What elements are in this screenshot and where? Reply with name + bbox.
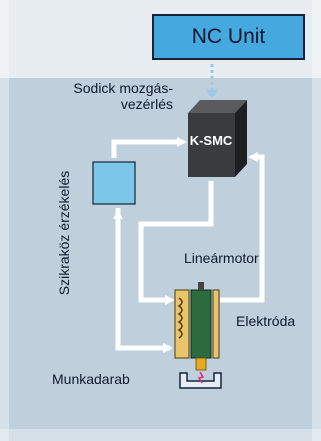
nc-unit-box: NC Unit [152, 14, 305, 60]
panel-edge-left [0, 0, 9, 441]
feedback-to-controller-arrow [220, 152, 265, 303]
gap-sensor-box [92, 161, 136, 205]
electrode-label: Elektróda [236, 313, 296, 329]
workpiece [179, 371, 222, 389]
linear-motor-label: Lineármotor [184, 250, 259, 266]
signal-arrows [111, 137, 265, 353]
spark-icon [197, 371, 205, 384]
workpiece-label: Munkadarab [52, 371, 130, 387]
nc-to-controller-link [206, 64, 218, 98]
controller-label: Sodick mozgás- vezérlés [73, 80, 173, 112]
main-panel [0, 78, 321, 441]
electrode [195, 357, 207, 371]
panel-edge-right [312, 0, 321, 441]
controller-box-label: K-SMC [190, 133, 233, 148]
controller-to-motor-arrow [138, 181, 214, 305]
controller-cube: K-SMC [188, 100, 247, 177]
panel-edge-bottom [0, 429, 321, 441]
linear-motor [174, 282, 220, 359]
sensor-electrode-arrow [115, 208, 170, 351]
gap-sensing-label: Szikraköz érzékelés [56, 170, 72, 296]
sensor-to-controller-arrow [111, 137, 187, 158]
